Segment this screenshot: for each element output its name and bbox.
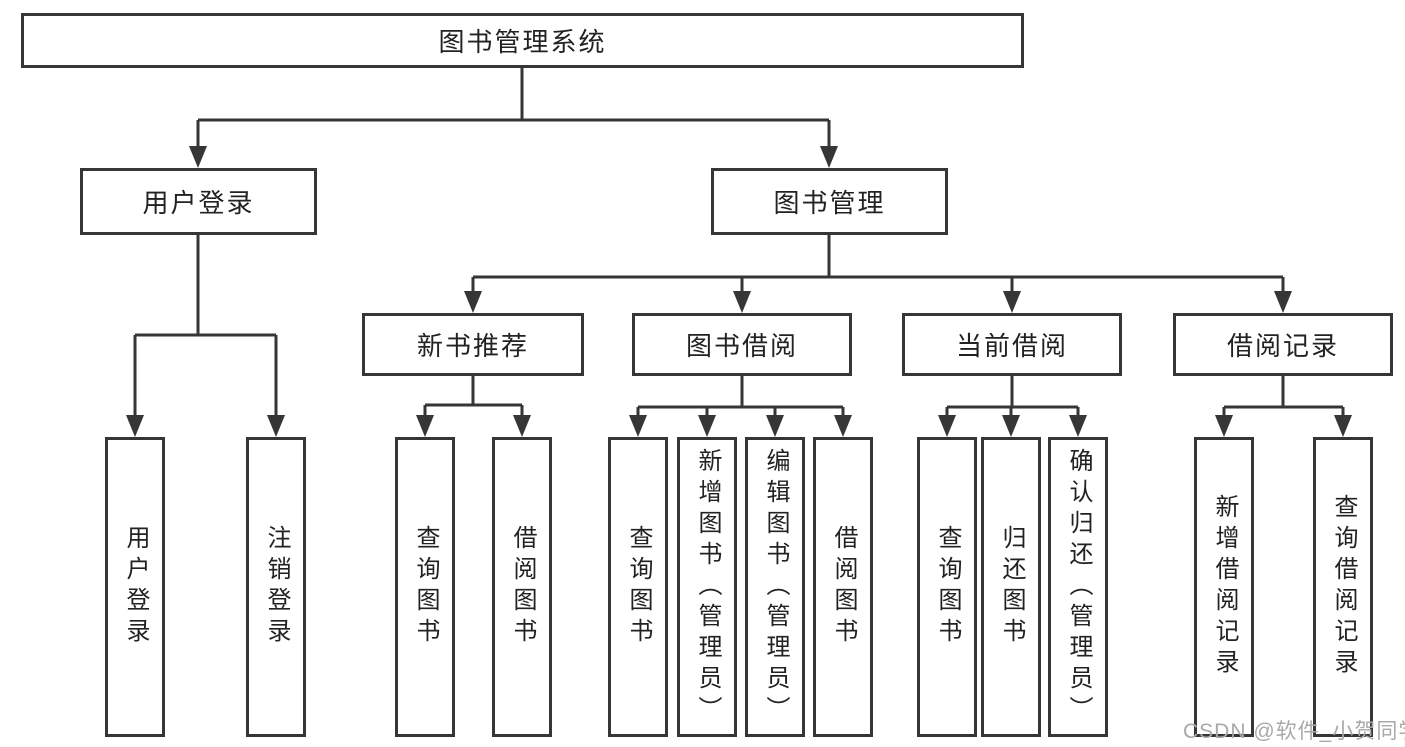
leaf-query-borrow-record: 查询借阅记录 [1313, 437, 1373, 737]
leaf-add-book-admin: 新增图书（管理员） [677, 437, 737, 737]
csdn-watermark: CSDN @软件_小贺同学 [1183, 720, 1405, 743]
node-current-borrow: 当前借阅 [902, 313, 1122, 376]
leaf-query-books-borrow: 查询图书 [608, 437, 668, 737]
leaf-label: 新增图书（管理员） [694, 447, 721, 727]
leaf-confirm-return-admin: 确认归还（管理员） [1048, 437, 1108, 737]
leaf-borrow-books: 借阅图书 [813, 437, 873, 737]
node-label: 图书管理 [773, 188, 886, 218]
node-label: 图书借阅 [685, 331, 798, 361]
leaf-logout: 注销登录 [246, 437, 306, 737]
leaf-query-books-current: 查询图书 [917, 437, 977, 737]
leaf-label: 注销登录 [263, 525, 290, 649]
leaf-edit-book-admin: 编辑图书（管理员） [745, 437, 805, 737]
leaf-label: 查询图书 [934, 525, 961, 649]
node-borrow-records: 借阅记录 [1173, 313, 1393, 376]
leaf-label: 借阅图书 [509, 525, 536, 649]
leaf-label: 查询借阅记录 [1330, 494, 1357, 680]
leaf-label: 新增借阅记录 [1211, 494, 1238, 680]
leaf-user-login: 用户登录 [105, 437, 165, 737]
node-book-borrow: 图书借阅 [632, 313, 852, 376]
node-label: 新书推荐 [416, 331, 529, 361]
leaf-label: 确认归还（管理员） [1065, 447, 1092, 727]
node-label: 当前借阅 [955, 331, 1068, 361]
node-label: 借阅记录 [1226, 331, 1339, 361]
node-user-login: 用户登录 [80, 168, 317, 235]
leaf-label: 查询图书 [625, 525, 652, 649]
node-book-management: 图书管理 [711, 168, 948, 235]
node-new-book-recommend: 新书推荐 [362, 313, 584, 376]
leaf-return-books: 归还图书 [981, 437, 1041, 737]
node-label: 用户登录 [142, 188, 255, 218]
leaf-borrow-books-recommend: 借阅图书 [492, 437, 552, 737]
node-library-system: 图书管理系统 [21, 13, 1024, 68]
leaf-label: 查询图书 [412, 525, 439, 649]
leaf-query-books-recommend: 查询图书 [395, 437, 455, 737]
leaf-add-borrow-record: 新增借阅记录 [1194, 437, 1254, 737]
leaf-label: 归还图书 [998, 525, 1025, 649]
leaf-label: 编辑图书（管理员） [762, 447, 789, 727]
leaf-label: 借阅图书 [830, 525, 857, 649]
leaf-label: 用户登录 [122, 525, 149, 649]
node-label: 图书管理系统 [438, 27, 607, 57]
